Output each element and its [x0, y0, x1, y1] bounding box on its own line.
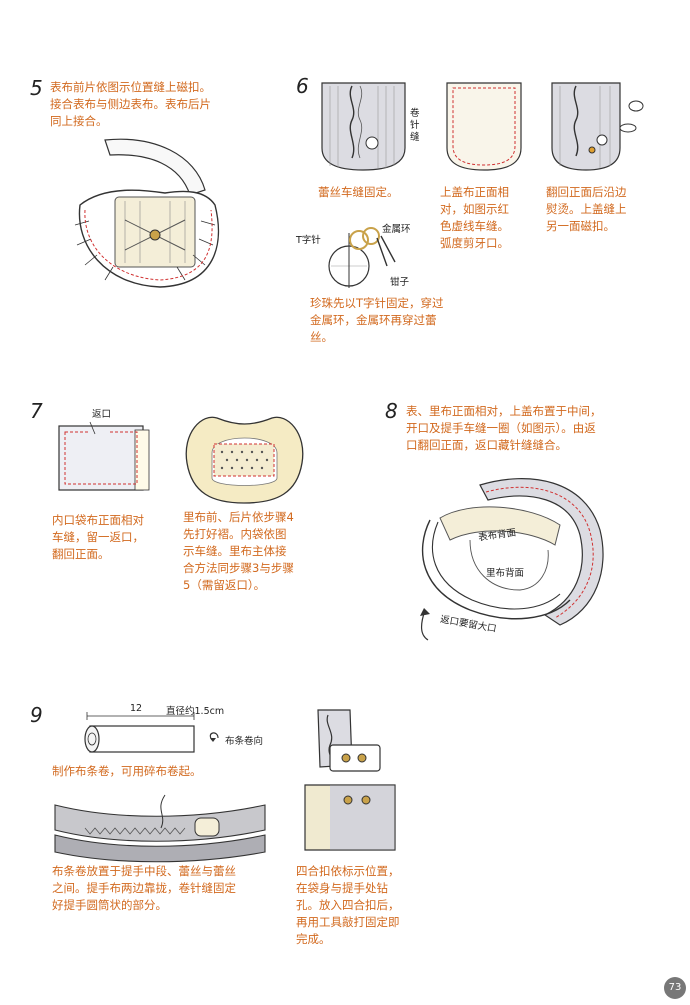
step-8-number: 8	[385, 399, 398, 423]
step-6-number: 6	[296, 74, 309, 98]
step-7-number: 7	[30, 399, 43, 423]
step-7-opening-label: 返口	[92, 409, 112, 420]
step-9-caption-handle: 布条卷放置于提手中段、蕾丝与蕾丝 之间。提手布两边靠拢，卷针缝固定 好提手圆筒状…	[52, 864, 236, 912]
step-6-flap-lace	[321, 82, 406, 171]
step-8-text: 表、里布正面相对，上盖布置于中间， 开口及提手车缝一圈（如图示）。由返 口翻回正…	[406, 404, 602, 452]
fabric-roll-illustration	[84, 712, 219, 753]
page-number: 73	[664, 977, 686, 999]
t-pin-label: T字针	[296, 235, 321, 246]
diameter-label: 直径约1.5cm	[166, 706, 225, 717]
roll-stitch-label: 卷 针 缝	[410, 108, 420, 143]
roll-direction-label: 布条卷向	[225, 736, 264, 747]
handle-roll-illustration	[54, 794, 266, 863]
step-6-flap-turned	[551, 82, 644, 171]
step-7-caption-b: 里布前、后片依步骤4 先打好褶。内袋依图 示车缝。里布主体接 合方法同步骤3与步…	[183, 510, 294, 592]
step-6-flap-seam	[446, 82, 522, 171]
step-8-bag-illustration	[420, 478, 604, 641]
step-6-caption-c: 翻回正面后沿边 熨烫。上盖缝上 另一面磁扣。	[546, 185, 627, 233]
step-9-caption-snap: 四合扣依标示位置， 在袋身与提手处钻 孔。放入四合扣后， 再用工具敲打固定即 完…	[296, 864, 400, 946]
step-6-caption-b: 上盖布正面相 对，如图示红 色虚线车缝。 弧度剪牙口。	[440, 185, 509, 250]
step-5-bag-illustration	[74, 138, 220, 288]
step-7-lining	[185, 416, 304, 504]
pearl-pin-illustration	[328, 227, 396, 288]
length-label: 12	[130, 703, 143, 714]
pliers-label: 钳子	[390, 277, 410, 288]
pearl-caption: 珍珠先以T字针固定，穿过 金属环，金属环再穿过蕾 丝。	[310, 296, 444, 344]
step-5-number: 5	[30, 76, 43, 100]
metal-ring-label: 金属环	[382, 224, 411, 235]
step-5-text: 表布前片依图示位置缝上磁扣。 接合表布与侧边表布。表布后片 同上接合。	[50, 80, 211, 128]
step-7-inner-pocket	[58, 421, 150, 491]
step-7-caption-a: 内口袋布正面相对 车缝，留一返口， 翻回正面。	[52, 513, 144, 561]
step-9-number: 9	[30, 703, 43, 727]
lining-back-label: 里布背面	[486, 568, 525, 579]
step-9-caption-roll: 制作布条卷，可用碎布卷起。	[52, 764, 202, 778]
snap-button-illustration	[304, 709, 396, 851]
step-6-caption-a: 蕾丝车缝固定。	[318, 185, 399, 199]
